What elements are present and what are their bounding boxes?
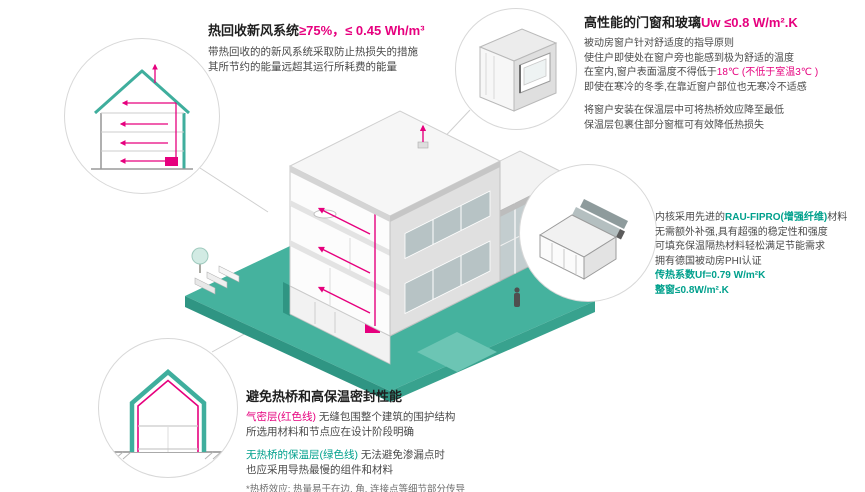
- hrv-title-value: ≥75%，≤ 0.45 Wh/m³: [299, 23, 425, 38]
- windows-line-3-text: 在室内,窗户表面温度不得低于: [584, 67, 717, 78]
- windows-title: 高性能的门窗和玻璃Uw ≤0.8 W/m².K: [584, 12, 862, 31]
- thermal-footnote: *热桥效应: 热量易于在边, 角, 连接点等细节部分传导: [246, 484, 466, 492]
- hrv-annotation-block: 热回收新风系统≥75%，≤ 0.45 Wh/m³ 带热回收的的新风系统采取防止热…: [208, 20, 476, 75]
- thermal-annotation-block: 避免热桥和高保温密封性能 气密层(红色线) 无缝包围整个建筑的围护结构 所选用材…: [246, 386, 576, 492]
- windows-title-value: Uw ≤0.8 W/m².K: [701, 15, 798, 30]
- hrv-section-illustration: [91, 63, 193, 170]
- window-profile-illustration: [538, 199, 628, 280]
- windows-line-6: 保温层包裹住部分窗框可有效降低热损失: [584, 119, 764, 131]
- windows-line-2: 使住户即使处在窗户旁也能感到极为舒适的温度: [584, 52, 794, 64]
- thermal-insulation-label: 无热桥的保温层(绿色线): [246, 449, 358, 461]
- thermal-line-2: 所选用材料和节点应在设计阶段明确: [246, 426, 414, 438]
- thermal-title: 避免热桥和高保温密封性能: [246, 389, 403, 404]
- hrv-line-1: 带热回收的的新风系统采取防止热损失的措施: [208, 46, 418, 58]
- thermal-line-1: 气密层(红色线) 无缝包围整个建筑的围护结构: [246, 410, 576, 425]
- profile-line-1: 内核采用先进的RAU-FIPRO(增强纤维)材料: [655, 211, 865, 226]
- windows-line-3: 在室内,窗户表面温度不得低于18℃ (不低于室温3℃ ): [584, 66, 862, 81]
- window-corner-circle: [455, 8, 577, 130]
- thermal-line-4: 也应采用导热最慢的组件和材料: [246, 464, 393, 476]
- windows-line-5: 将窗户安装在保温层中可将热桥效应降至最低: [584, 105, 784, 116]
- hrv-detail-circle: [64, 38, 220, 194]
- profile-line-4: 拥有德国被动房PHI认证: [655, 255, 762, 267]
- profile-uw-value: 整窗≤0.8W/m².K: [655, 284, 729, 296]
- window-profile-circle: [519, 164, 657, 302]
- windows-line-1: 被动房窗户针对舒适度的指导原则: [584, 38, 734, 49]
- thermal-section-illustration: [111, 369, 225, 460]
- profile-line-1-material: RAU-FIPRO(增强纤维): [725, 212, 828, 223]
- hrv-title-text: 热回收新风系统: [208, 23, 300, 38]
- profile-line-1-a: 内核采用先进的: [655, 212, 725, 223]
- profile-line-1-c: 材料: [827, 212, 848, 223]
- thermal-airtight-label: 气密层(红色线): [246, 411, 316, 423]
- hrv-title: 热回收新风系统≥75%，≤ 0.45 Wh/m³: [208, 20, 476, 39]
- window-corner-illustration: [478, 28, 558, 112]
- windows-line-4: 即使在寒冷的冬季,在靠近窗户部位也无寒冷不适感: [584, 81, 807, 93]
- profile-uf-value: 传热系数Uf=0.79 W/m²K: [655, 270, 766, 281]
- hrv-line-2: 其所节约的能量远超其运行所耗费的能量: [208, 61, 397, 73]
- profile-annotation-block: 内核采用先进的RAU-FIPRO(增强纤维)材料 无需额外补强,具有超强的稳定性…: [655, 211, 865, 298]
- windows-line-3-value: 18℃ (不低于室温3℃ ): [716, 67, 819, 78]
- profile-line-2: 无需额外补强,具有超强的稳定性和强度: [655, 226, 828, 238]
- thermal-line-3-text: 无法避免渗漏点时: [358, 449, 445, 461]
- windows-title-text: 高性能的门窗和玻璃: [584, 15, 702, 30]
- profile-line-3: 可填充保温隔热材料轻松满足节能需求: [655, 241, 825, 252]
- thermal-line-3: 无热桥的保温层(绿色线) 无法避免渗漏点时: [246, 448, 576, 463]
- windows-annotation-block: 高性能的门窗和玻璃Uw ≤0.8 W/m².K 被动房窗户针对舒适度的指导原则 …: [584, 12, 862, 133]
- thermal-line-1-text: 无缝包围整个建筑的围护结构: [316, 411, 456, 423]
- thermal-bridge-circle: [98, 338, 238, 478]
